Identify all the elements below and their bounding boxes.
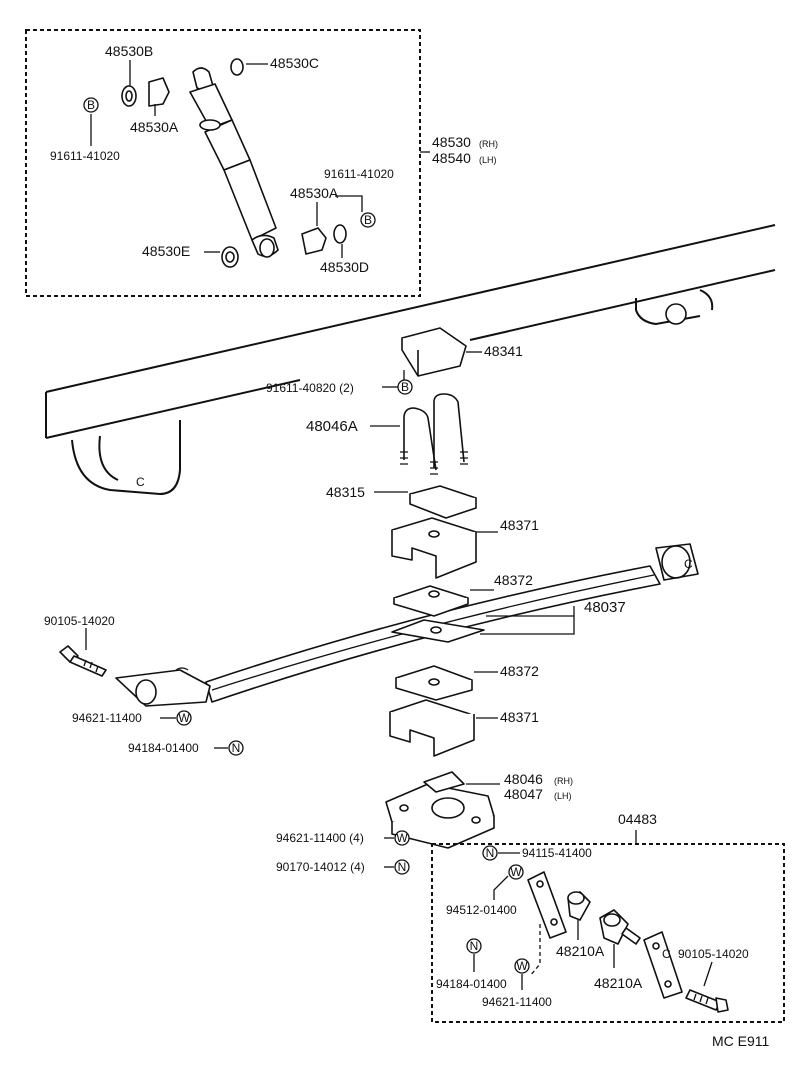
frame-hanger-bushing — [665, 303, 687, 325]
spring-seat-48371-top: 48371 — [391, 517, 539, 579]
bolt-90105-14020-right — [685, 989, 721, 1011]
label-94184-01400-right: 94184-01400 — [436, 977, 507, 991]
marker-b-right — [360, 212, 376, 228]
label-94184-01400-left: 94184-01400 — [128, 741, 199, 755]
shackle-glyph: C — [662, 947, 671, 961]
label-94621-11400-left: 94621-11400 — [72, 711, 142, 725]
label-48530d: 48530D — [320, 259, 369, 275]
marker-w-kit-text: W — [510, 865, 522, 879]
spring-seat-48046-48047: 48046 (RH) 48047 (LH) W 94621-11400 (4) … — [276, 771, 573, 875]
shackle-kit-04483: 04483 N 94115-41400 W 94512-01400 48210A… — [431, 811, 785, 1023]
marker-n-seat-text: N — [398, 860, 407, 874]
marker-w-kit — [508, 864, 524, 880]
marker-n-kit-top-text: N — [486, 846, 495, 860]
bump-stopper-48341: 48341 B 91611-40820 (2) — [266, 327, 523, 395]
label-94621-11400-right: 94621-11400 — [482, 995, 552, 1009]
marker-b-48341 — [397, 379, 413, 395]
marker-n-kit-text: N — [470, 939, 479, 953]
label-48046a: 48046A — [306, 418, 358, 435]
label-94512-01400: 94512-01400 — [446, 903, 517, 917]
shock-absorber — [189, 67, 279, 258]
marker-b-right-text: B — [364, 213, 372, 227]
label-48315: 48315 — [326, 484, 365, 500]
label-48530c: 48530C — [270, 55, 319, 71]
bushing-48530a-right — [301, 227, 327, 255]
left-fasteners: W 94621-11400 N 94184-01400 — [72, 710, 244, 756]
label-48530b: 48530B — [105, 43, 153, 59]
label-48047-lh: 48047 — [504, 786, 543, 802]
label-48047-lh-sub: (LH) — [554, 791, 572, 801]
shackle-plate-left — [527, 871, 567, 939]
label-48046-rh: 48046 — [504, 771, 543, 787]
marker-b-48341-text: B — [401, 380, 409, 394]
label-94621-11400-4: 94621-11400 (4) — [276, 831, 364, 845]
label-94115-41400: 94115-41400 — [522, 846, 592, 860]
label-48371-top: 48371 — [500, 517, 539, 533]
label-48046-rh-sub: (RH) — [554, 776, 573, 786]
marker-n-kit — [466, 938, 482, 954]
label-90105-14020-right: 90105-14020 — [678, 947, 749, 961]
label-48371-bottom: 48371 — [500, 709, 539, 725]
shock-group-frame — [25, 29, 421, 297]
label-91611-40820: 91611-40820 (2) — [266, 381, 354, 395]
label-48372-bottom: 48372 — [500, 663, 539, 679]
washer-48530c — [230, 58, 244, 76]
kit-frame — [431, 843, 785, 1023]
label-48530a-right: 48530A — [290, 185, 339, 201]
label-48530a-top: 48530A — [130, 119, 179, 135]
marker-w-seat — [394, 830, 410, 846]
label-48530-rh-sub: (RH) — [479, 139, 498, 149]
marker-w-kit-bottom — [514, 958, 530, 974]
marker-b-left-text: B — [87, 98, 95, 112]
marker-w-seat-text: W — [396, 831, 408, 845]
label-91611-41020-right: 91611-41020 — [324, 167, 394, 181]
label-48210a-b: 48210A — [594, 975, 643, 991]
frame-rail: C — [45, 224, 776, 496]
bolt-90105-14020-left: 90105-14020 — [44, 614, 115, 677]
label-48540-lh-sub: (LH) — [479, 155, 497, 165]
marker-w-left-text: W — [178, 711, 190, 725]
marker-n-left-text: N — [232, 741, 241, 755]
pad-48372-bottom: 48372 — [395, 663, 539, 701]
marker-n-seat — [394, 859, 410, 875]
label-48540-lh: 48540 — [432, 150, 471, 166]
label-90170-14012-4: 90170-14012 (4) — [276, 860, 365, 874]
leaf-eye-rear-glyph: C — [684, 557, 693, 571]
label-48210a-a: 48210A — [556, 943, 605, 959]
diagram-code: MC E911 — [712, 1033, 770, 1049]
label-48530-rh: 48530 — [432, 134, 471, 150]
marker-b-left — [83, 97, 99, 113]
label-91611-41020-left: 91611-41020 — [50, 149, 120, 163]
label-48037: 48037 — [584, 599, 626, 616]
shackle-plate-right — [643, 931, 683, 999]
marker-n-left — [228, 740, 244, 756]
shock-absorber-group: B B 48530B 48530A 48530C 91611-41020 485… — [25, 29, 498, 297]
label-90105-14020-left: 90105-14020 — [44, 614, 115, 628]
label-48372-top: 48372 — [494, 572, 533, 588]
washer-48530d — [333, 224, 347, 244]
spring-seat-48371-bottom: 48371 — [389, 699, 539, 757]
spacer-48315: 48315 — [326, 484, 477, 519]
frame-glyph-left: C — [136, 475, 145, 489]
leaf-spring-48037: C 48372 48037 — [115, 543, 699, 707]
marker-w-left — [176, 710, 192, 726]
marker-w-kit-bottom-text: W — [516, 959, 528, 973]
label-48530e: 48530E — [142, 243, 190, 259]
label-48341: 48341 — [484, 343, 523, 359]
leaf-eye-front — [115, 669, 211, 707]
u-bolts-48046a: 48046A — [306, 393, 468, 475]
marker-n-kit-top — [482, 845, 498, 861]
bushing-48530a-top — [148, 77, 170, 107]
label-04483: 04483 — [618, 811, 657, 827]
